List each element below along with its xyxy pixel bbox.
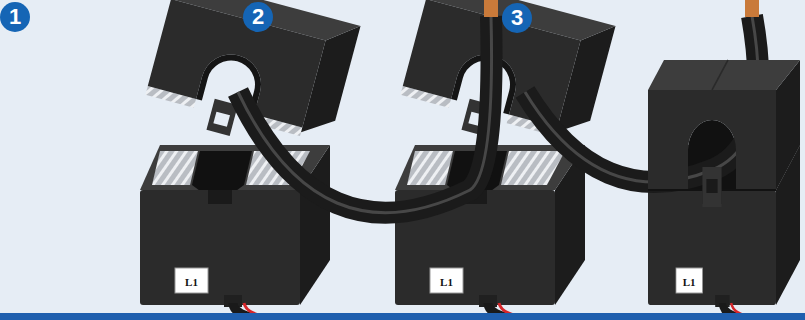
bottom-bar <box>0 313 805 320</box>
callout-number-holder: 1 <box>0 2 30 32</box>
cable-highlight <box>238 16 492 213</box>
conductor-cable <box>238 16 492 213</box>
copper-core <box>745 0 759 17</box>
copper-core <box>484 0 498 17</box>
phase-label-holder: L1 <box>683 272 696 290</box>
phase-label: L1 <box>683 276 696 288</box>
phase-label-holder: L1 <box>440 272 453 290</box>
callout-number: 1 <box>9 6 21 28</box>
callout-number: 2 <box>252 6 264 28</box>
callout-number-holder: 2 <box>243 2 273 32</box>
callout-number-holder: 3 <box>502 3 532 33</box>
callout-number: 3 <box>511 7 523 29</box>
open-lid <box>396 0 616 161</box>
phase-label-holder: L1 <box>185 272 198 290</box>
phase-label: L1 <box>440 276 453 288</box>
phase-label: L1 <box>185 276 198 288</box>
closed-lid <box>648 60 800 207</box>
